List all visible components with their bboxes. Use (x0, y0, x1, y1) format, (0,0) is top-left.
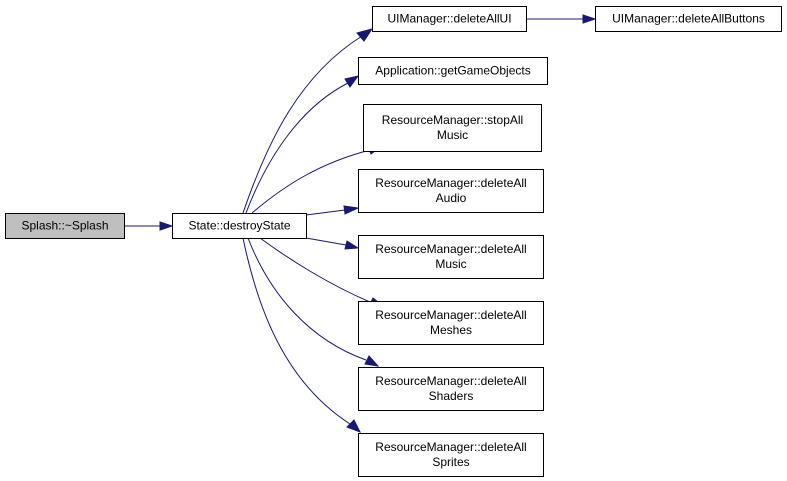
edge-line (305, 237, 347, 246)
arrowhead-icon (344, 75, 360, 88)
arrowhead-icon (346, 419, 362, 433)
edge-line (251, 149, 371, 214)
edge-destroy_state-to-delete_all_shaders (247, 237, 380, 367)
edge-destroy_state-to-delete_all_audio (305, 205, 360, 216)
node-box[interactable] (172, 213, 307, 239)
arrowhead-icon (344, 240, 360, 250)
arrowhead-icon (356, 28, 374, 42)
node-label: Music (437, 128, 468, 142)
edge-line (247, 237, 367, 361)
node-label: ResourceManager::deleteAll (375, 440, 526, 454)
edge-line (242, 35, 363, 214)
node-splash-dtor[interactable]: Splash::~Splash (5, 213, 125, 239)
node-box[interactable] (358, 367, 544, 411)
node-label: ResourceManager::stopAll (382, 113, 523, 127)
node-label: Sprites (432, 455, 469, 469)
node-delete-all-buttons[interactable]: UIManager::deleteAllButtons (595, 6, 782, 32)
arrowhead-icon (364, 355, 380, 367)
node-box[interactable] (358, 235, 544, 279)
edge-destroy_state-to-get_game_objects (245, 75, 360, 214)
node-label: Meshes (430, 323, 472, 337)
node-label: ResourceManager::deleteAll (375, 374, 526, 388)
node-label: UIManager::deleteAllUI (387, 12, 511, 26)
node-box[interactable] (358, 301, 544, 345)
node-box[interactable] (358, 433, 544, 477)
edge-splash_dtor-to-destroy_state (124, 221, 174, 231)
node-delete-all-ui[interactable]: UIManager::deleteAllUI (372, 6, 527, 32)
edge-line (305, 209, 346, 216)
node-box[interactable] (5, 213, 125, 239)
edge-delete_all_ui-to-delete_all_buttons (526, 14, 597, 24)
edge-destroy_state-to-delete_all_sprites (242, 237, 362, 433)
node-box[interactable] (595, 6, 782, 32)
node-label: Splash::~Splash (21, 219, 108, 233)
node-label: State::destroyState (188, 219, 290, 233)
edge-line (259, 237, 371, 303)
node-label: Music (435, 257, 466, 271)
node-box[interactable] (363, 104, 542, 152)
node-box[interactable] (372, 6, 527, 32)
node-label: UIManager::deleteAllButtons (612, 12, 765, 26)
node-label: ResourceManager::deleteAll (375, 176, 526, 190)
edge-destroy_state-to-delete_all_music (305, 237, 360, 250)
node-label: Shaders (429, 389, 474, 403)
node-label: Audio (436, 191, 467, 205)
edge-line (245, 82, 349, 214)
node-box[interactable] (358, 57, 548, 85)
arrowhead-icon (582, 14, 597, 24)
edge-destroy_state-to-delete_all_ui (242, 28, 374, 214)
node-get-game-objects[interactable]: Application::getGameObjects (358, 57, 548, 85)
node-destroy-state[interactable]: State::destroyState (172, 213, 307, 239)
node-label: ResourceManager::deleteAll (375, 308, 526, 322)
node-label: Application::getGameObjects (375, 64, 530, 78)
node-box[interactable] (358, 169, 544, 213)
edge-line (242, 237, 351, 425)
nodes-layer: Splash::~Splash State::destroyState UIMana… (5, 6, 782, 477)
arrowhead-icon (159, 221, 174, 231)
node-label: ResourceManager::deleteAll (375, 242, 526, 256)
arrowhead-icon (343, 205, 360, 215)
